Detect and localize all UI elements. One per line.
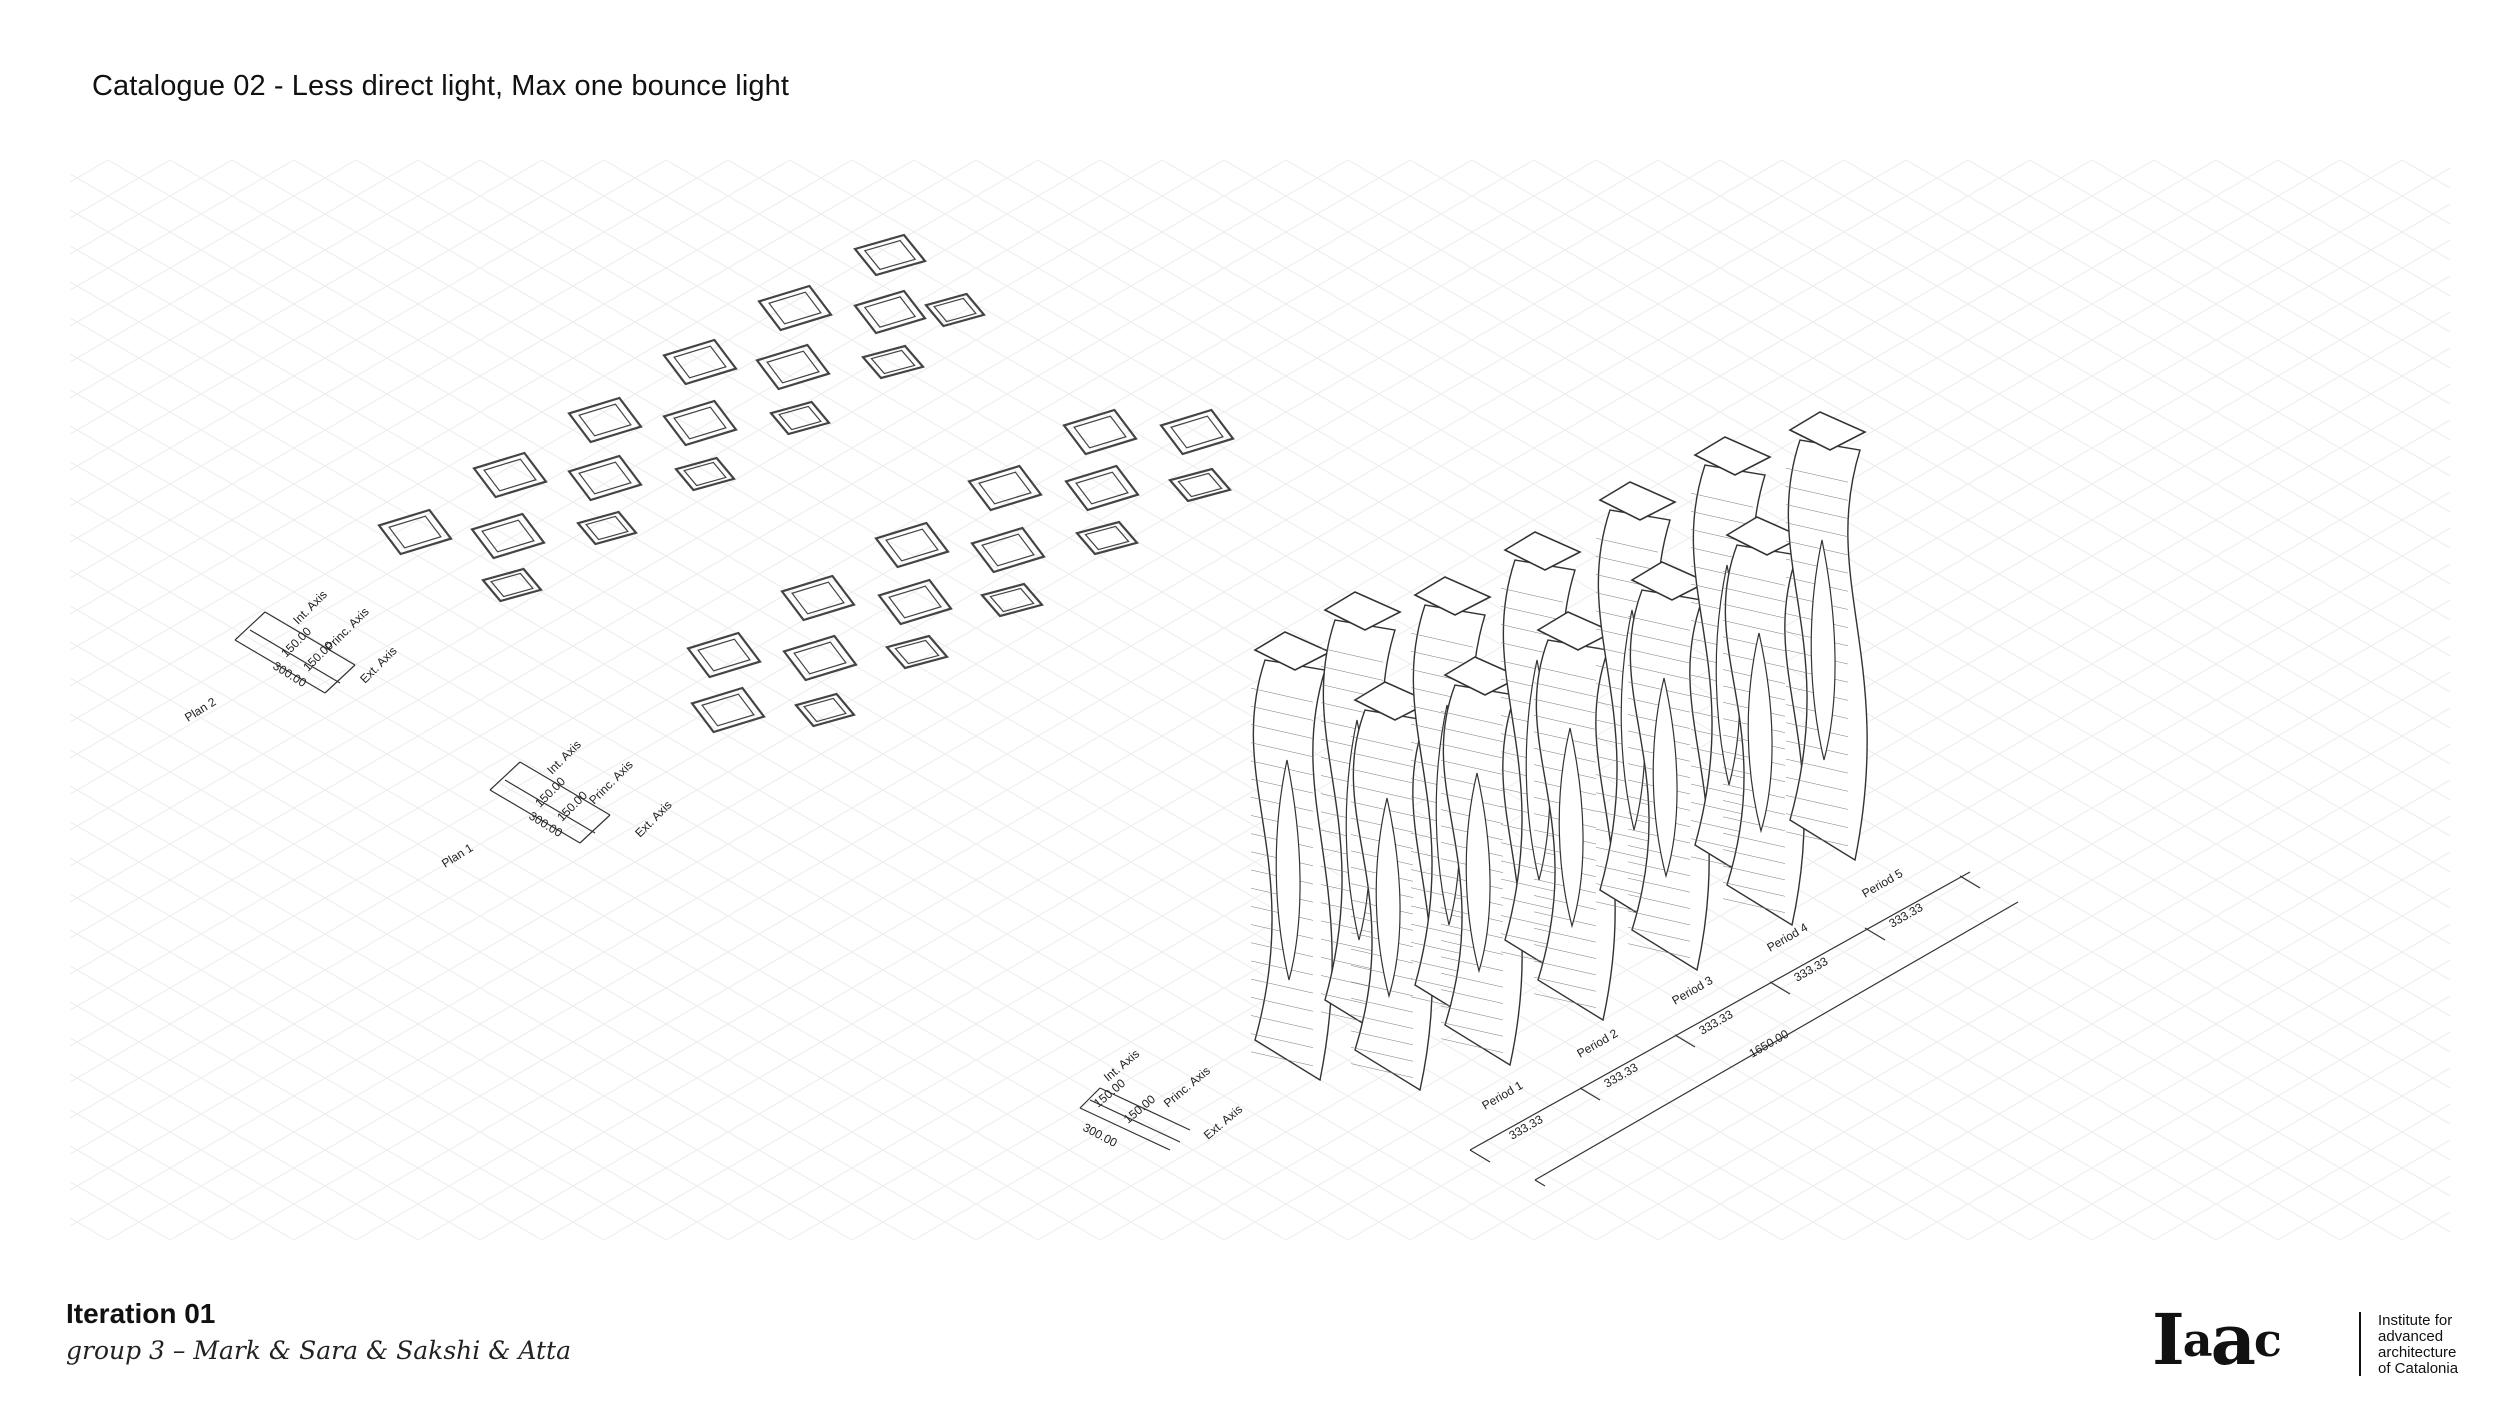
plan1-tile: [885, 634, 949, 670]
plan2-dimensions: [234, 611, 356, 694]
plan1-tile: [980, 582, 1044, 618]
plan2-tile: [472, 451, 548, 499]
plan1-dimensions: [489, 761, 611, 844]
period-3-value: 333.33: [1697, 1007, 1736, 1038]
plan2-tile: [567, 396, 643, 444]
plan1-name: Plan 1: [439, 840, 476, 870]
wall-elevation: [1250, 411, 1868, 1092]
plan1-tile: [1064, 464, 1140, 512]
plan1-tile: [877, 578, 953, 626]
isometric-grid: [70, 160, 2450, 1240]
plan-tiles: [377, 233, 1235, 734]
plan1-axis-ext: Ext. Axis: [632, 798, 674, 840]
logo-line-3: architecture: [2378, 1344, 2457, 1361]
elev-dim-3: 300.00: [1081, 1120, 1120, 1150]
elevation-dimensions: [1079, 871, 2019, 1187]
plan2-axis-ext: Ext. Axis: [357, 644, 399, 686]
period-4-value: 333.33: [1792, 954, 1831, 985]
logo-line-1: Institute for: [2378, 1312, 2453, 1329]
plan2-tile: [470, 512, 546, 560]
plan2-name: Plan 2: [182, 694, 219, 724]
plan2-tile: [674, 456, 736, 492]
plan2-tile: [662, 338, 738, 386]
plan2-tile: [755, 343, 831, 391]
plan1-tile: [782, 634, 858, 682]
wall-column: [1533, 611, 1616, 1022]
plan1-tile: [686, 631, 762, 679]
iteration-title: Iteration 01: [66, 1298, 216, 1329]
logo-line-4: of Catalonia: [2378, 1360, 2459, 1377]
plan1-tile: [970, 526, 1046, 574]
period-5-value: 333.33: [1887, 900, 1926, 931]
plan2-tile: [662, 399, 738, 447]
plan2-tile: [861, 344, 925, 380]
plan2-tile: [757, 284, 833, 332]
plan1-tile: [874, 521, 950, 569]
plan1-tile: [1159, 408, 1235, 456]
plan2-tile: [481, 567, 543, 603]
plan1-axis-princ: Princ. Axis: [586, 758, 636, 808]
logo-divider: [2359, 1312, 2361, 1376]
plan2-tile: [576, 510, 638, 546]
plan1-tile: [1062, 408, 1138, 456]
iaac-logo: Iaac Institute for advanced architecture…: [2152, 1304, 2482, 1384]
logo-institute-text: Institute for advanced architecture of C…: [2378, 1313, 2488, 1377]
wall-column: [1440, 656, 1523, 1067]
iaac-logo-mark: Iaac: [2152, 1298, 2282, 1381]
plan2-tile: [853, 289, 927, 335]
elev-dim-2: 150.00: [1121, 1092, 1158, 1127]
elev-axis-int: Int. Axis: [1101, 1047, 1142, 1085]
plan2-tile: [377, 508, 453, 556]
period-2-label: Period 2: [1575, 1026, 1621, 1061]
period-2-value: 333.33: [1602, 1060, 1641, 1091]
plan1-tile: [967, 464, 1043, 512]
period-1-label: Period 1: [1480, 1078, 1526, 1113]
period-1-value: 333.33: [1507, 1112, 1546, 1143]
plan1-labels: Plan 1 Int. Axis Princ. Axis Ext. Axis 1…: [439, 738, 674, 871]
period-3-label: Period 3: [1670, 973, 1716, 1008]
page-title: Catalogue 02 - Less direct light, Max on…: [92, 70, 789, 102]
wall-column: [1350, 681, 1433, 1092]
plan1-tile: [1168, 467, 1232, 503]
plan2-tile: [769, 400, 831, 436]
plan1-tile: [780, 574, 856, 622]
wall-column: [1250, 631, 1333, 1082]
plan2-tile: [853, 233, 927, 277]
plan2-labels: Plan 2 Int. Axis Princ. Axis Ext. Axis 1…: [182, 588, 399, 725]
plan1-tile: [1075, 520, 1139, 556]
wall-column: [1785, 411, 1868, 862]
elev-axis-princ: Princ. Axis: [1161, 1064, 1213, 1111]
plan2-tile: [924, 292, 986, 328]
logo-line-2: advanced: [2378, 1328, 2444, 1345]
period-4-label: Period 4: [1765, 920, 1811, 955]
plan1-tile: [690, 686, 766, 734]
wall-column: [1627, 561, 1710, 972]
group-credits: group 3 – Mark & Sara & Sakshi & Atta: [66, 1336, 572, 1365]
period-5-label: Period 5: [1860, 866, 1906, 901]
plan2-tile: [567, 454, 643, 502]
plan1-tile: [794, 692, 856, 728]
